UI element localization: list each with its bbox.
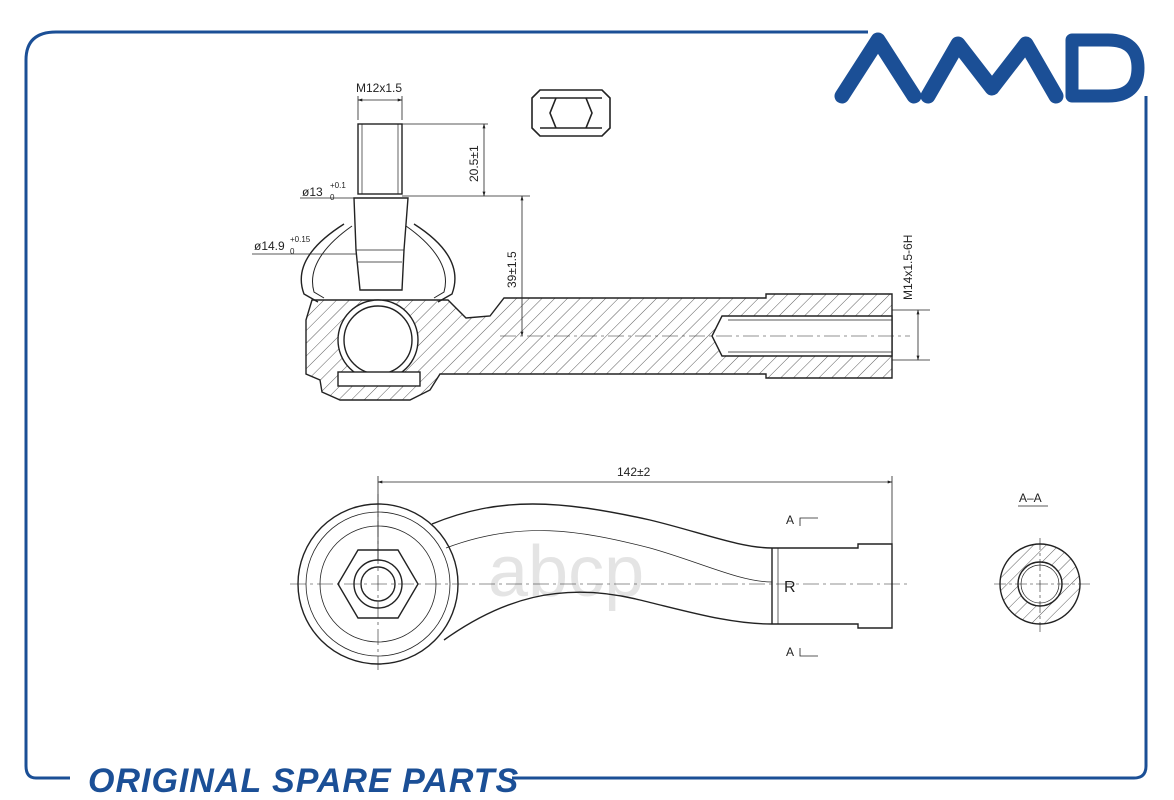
stud-thread-label: M12x1.5 [356, 81, 402, 95]
taper-small-label: ø13 [302, 185, 323, 199]
section-a-a [994, 505, 1092, 632]
section-dimensions [252, 96, 930, 361]
amd-logo [834, 32, 1145, 104]
section-marker-bottom: A [786, 645, 794, 659]
height-label: 39±1.5 [505, 251, 519, 288]
tagline: ORIGINAL SPARE PARTS [88, 762, 519, 800]
taper-small-value: ø13 [302, 185, 323, 199]
taper-small-tol-lower: 0 [330, 193, 335, 202]
drawing-frame [24, 30, 1148, 780]
inner-thread-label: M14x1.5-6H [901, 235, 915, 300]
nut-drawing [531, 89, 611, 137]
taper-large-label: ø14.9 [254, 239, 285, 253]
taper-small-tol-upper: +0.1 [330, 181, 346, 190]
taper-large-tol-upper: +0.15 [290, 235, 311, 244]
section-title: A–A [1019, 491, 1042, 505]
side-mark: R [784, 579, 796, 596]
taper-large-tol-lower: 0 [290, 247, 295, 256]
watermark: abcp [488, 532, 644, 612]
section-marker-top: A [786, 513, 794, 527]
section-view [300, 123, 910, 401]
stud-length-label: 20.5±1 [467, 145, 481, 182]
overall-length-label: 142±2 [617, 465, 651, 479]
plan-dimensions [377, 476, 893, 657]
